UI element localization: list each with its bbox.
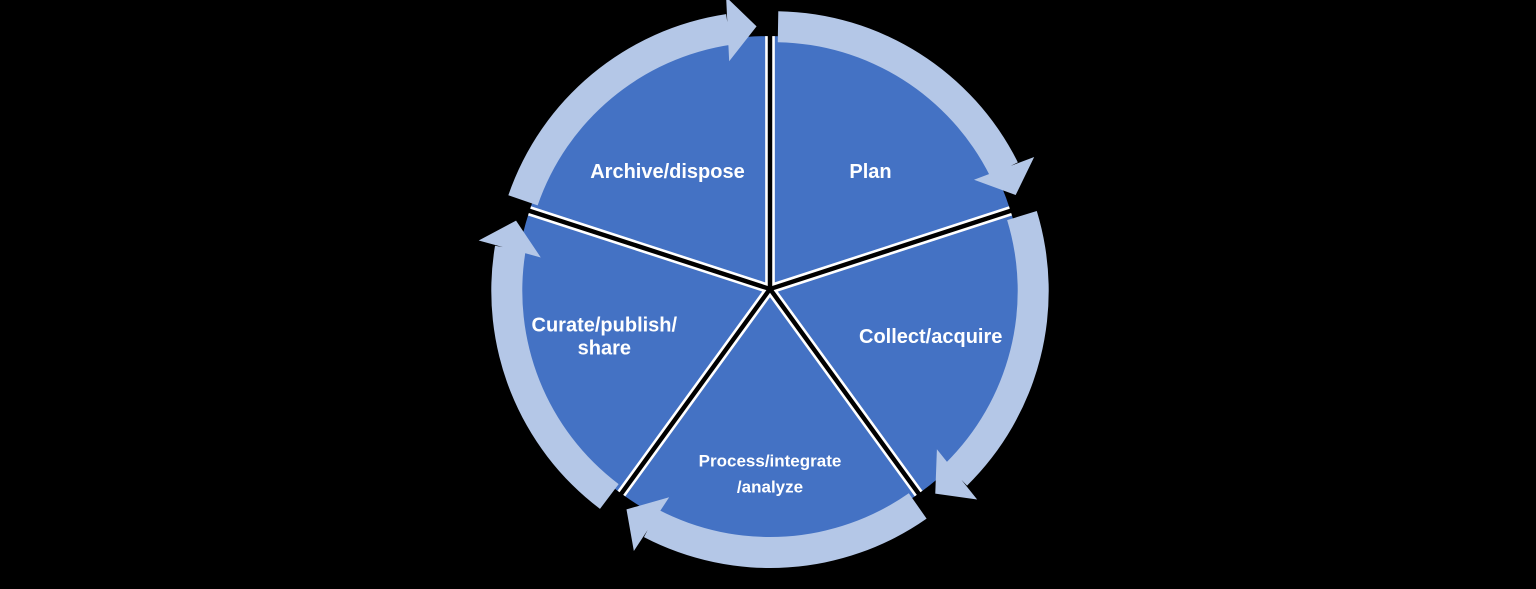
segment-process-integrate-analyze: Process/integrate/analyze	[623, 292, 927, 569]
archive-dispose-label: Archive/dispose	[590, 161, 745, 183]
plan-slice	[773, 36, 1010, 285]
label-line: Archive/dispose	[590, 161, 745, 183]
segment-plan: Plan	[772, 11, 1035, 286]
label-line: Curate/publish/	[532, 314, 678, 336]
archive-dispose-slice-edge	[530, 36, 768, 286]
archive-dispose-arrow-arc	[508, 0, 757, 206]
process-integrate-analyze-slice-edge	[623, 292, 917, 497]
curate-publish-share-label: Curate/publish/share	[532, 314, 678, 359]
plan-arrow-arc	[777, 11, 1035, 196]
collect-acquire-label: Collect/acquire	[859, 326, 1002, 348]
collect-acquire-slice-edge	[773, 212, 1012, 493]
curate-publish-share-arrow-arc	[478, 220, 619, 509]
process-integrate-analyze-arrow-arc	[626, 493, 927, 569]
label-line: Collect/acquire	[859, 326, 1002, 348]
curate-publish-share-slice	[516, 214, 765, 492]
segment-archive-dispose: Archive/dispose	[508, 0, 768, 286]
label-line: Process/integrate	[699, 452, 842, 471]
segment-collect-acquire: Collect/acquire	[773, 211, 1049, 500]
collect-acquire-slice	[775, 214, 1024, 492]
archive-dispose-slice	[530, 36, 767, 285]
segment-curate-publish-share: Curate/publish/share	[478, 212, 767, 509]
label-line: share	[578, 337, 631, 359]
label-line: /analyze	[737, 478, 803, 497]
process-integrate-analyze-slice	[624, 295, 916, 544]
collect-acquire-arrow-arc	[935, 211, 1049, 500]
plan-slice-edge	[772, 36, 1010, 286]
process-integrate-analyze-label: Process/integrate/analyze	[699, 452, 842, 497]
label-line: Plan	[849, 161, 891, 183]
plan-label: Plan	[849, 161, 891, 183]
segments-root: PlanCollect/acquireProcess/integrate/ana…	[478, 0, 1049, 569]
curate-publish-share-slice-edge	[528, 212, 767, 493]
